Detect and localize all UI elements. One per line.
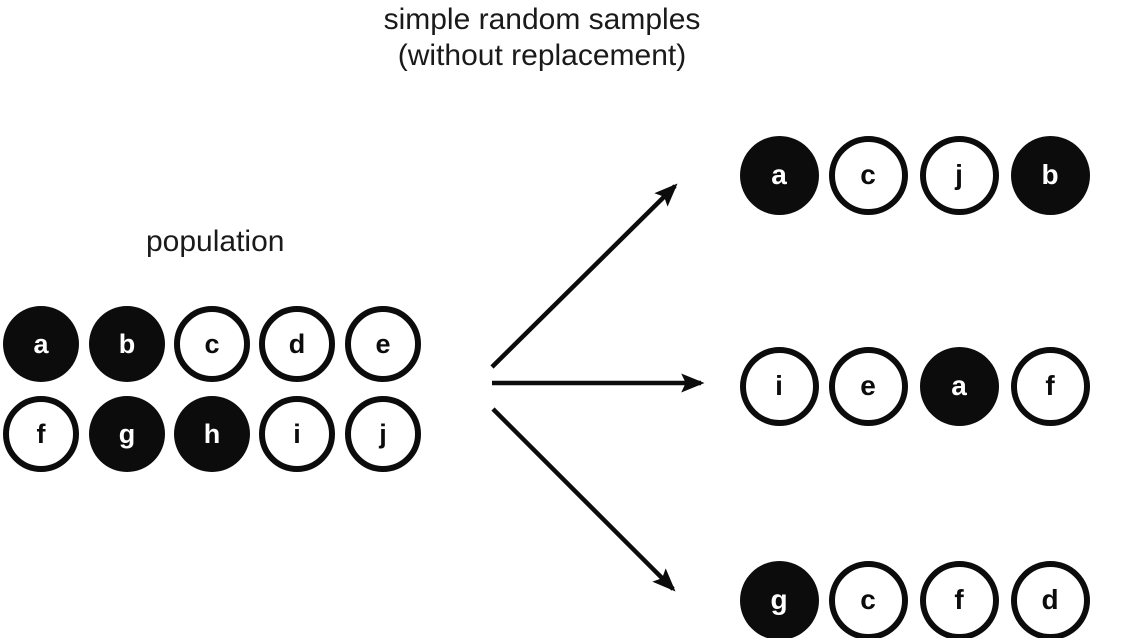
sample-3-circle-c: c bbox=[828, 560, 908, 638]
sample-3-circle-d: d bbox=[1010, 560, 1090, 638]
population-circle-h: h bbox=[174, 396, 250, 472]
sample-1-circle-b: b bbox=[1010, 135, 1090, 215]
sample-3-circle-g: g bbox=[739, 560, 819, 638]
population-circle-e: e bbox=[345, 306, 421, 382]
population-circle-i: i bbox=[259, 396, 335, 472]
arrow-to-sample-3 bbox=[491, 407, 676, 592]
sample-3-circle-f: f bbox=[919, 560, 999, 638]
population-circle-a: a bbox=[3, 306, 79, 382]
sample-2-circle-a: a bbox=[919, 346, 999, 426]
sample-1-circle-a: a bbox=[739, 135, 819, 215]
sample-1-circle-c: c bbox=[828, 135, 908, 215]
sample-1-circle-j: j bbox=[919, 135, 999, 215]
population-label: population bbox=[146, 225, 285, 258]
sample-2-circle-e: e bbox=[828, 346, 908, 426]
population-circle-c: c bbox=[174, 306, 250, 382]
population-circle-d: d bbox=[259, 306, 335, 382]
samples-title-line-1: simple random samples bbox=[383, 3, 701, 36]
population-circle-f: f bbox=[3, 396, 79, 472]
population-circle-j: j bbox=[345, 396, 421, 472]
population-circle-g: g bbox=[89, 396, 165, 472]
sample-2-circle-i: i bbox=[739, 346, 819, 426]
sample-2-circle-f: f bbox=[1010, 346, 1090, 426]
population-circle-b: b bbox=[89, 306, 165, 382]
samples-title-line-2: (without replacement) bbox=[397, 39, 687, 72]
arrow-to-sample-1 bbox=[490, 183, 678, 369]
samples-title: simple random samples (without replaceme… bbox=[0, 2, 1122, 74]
